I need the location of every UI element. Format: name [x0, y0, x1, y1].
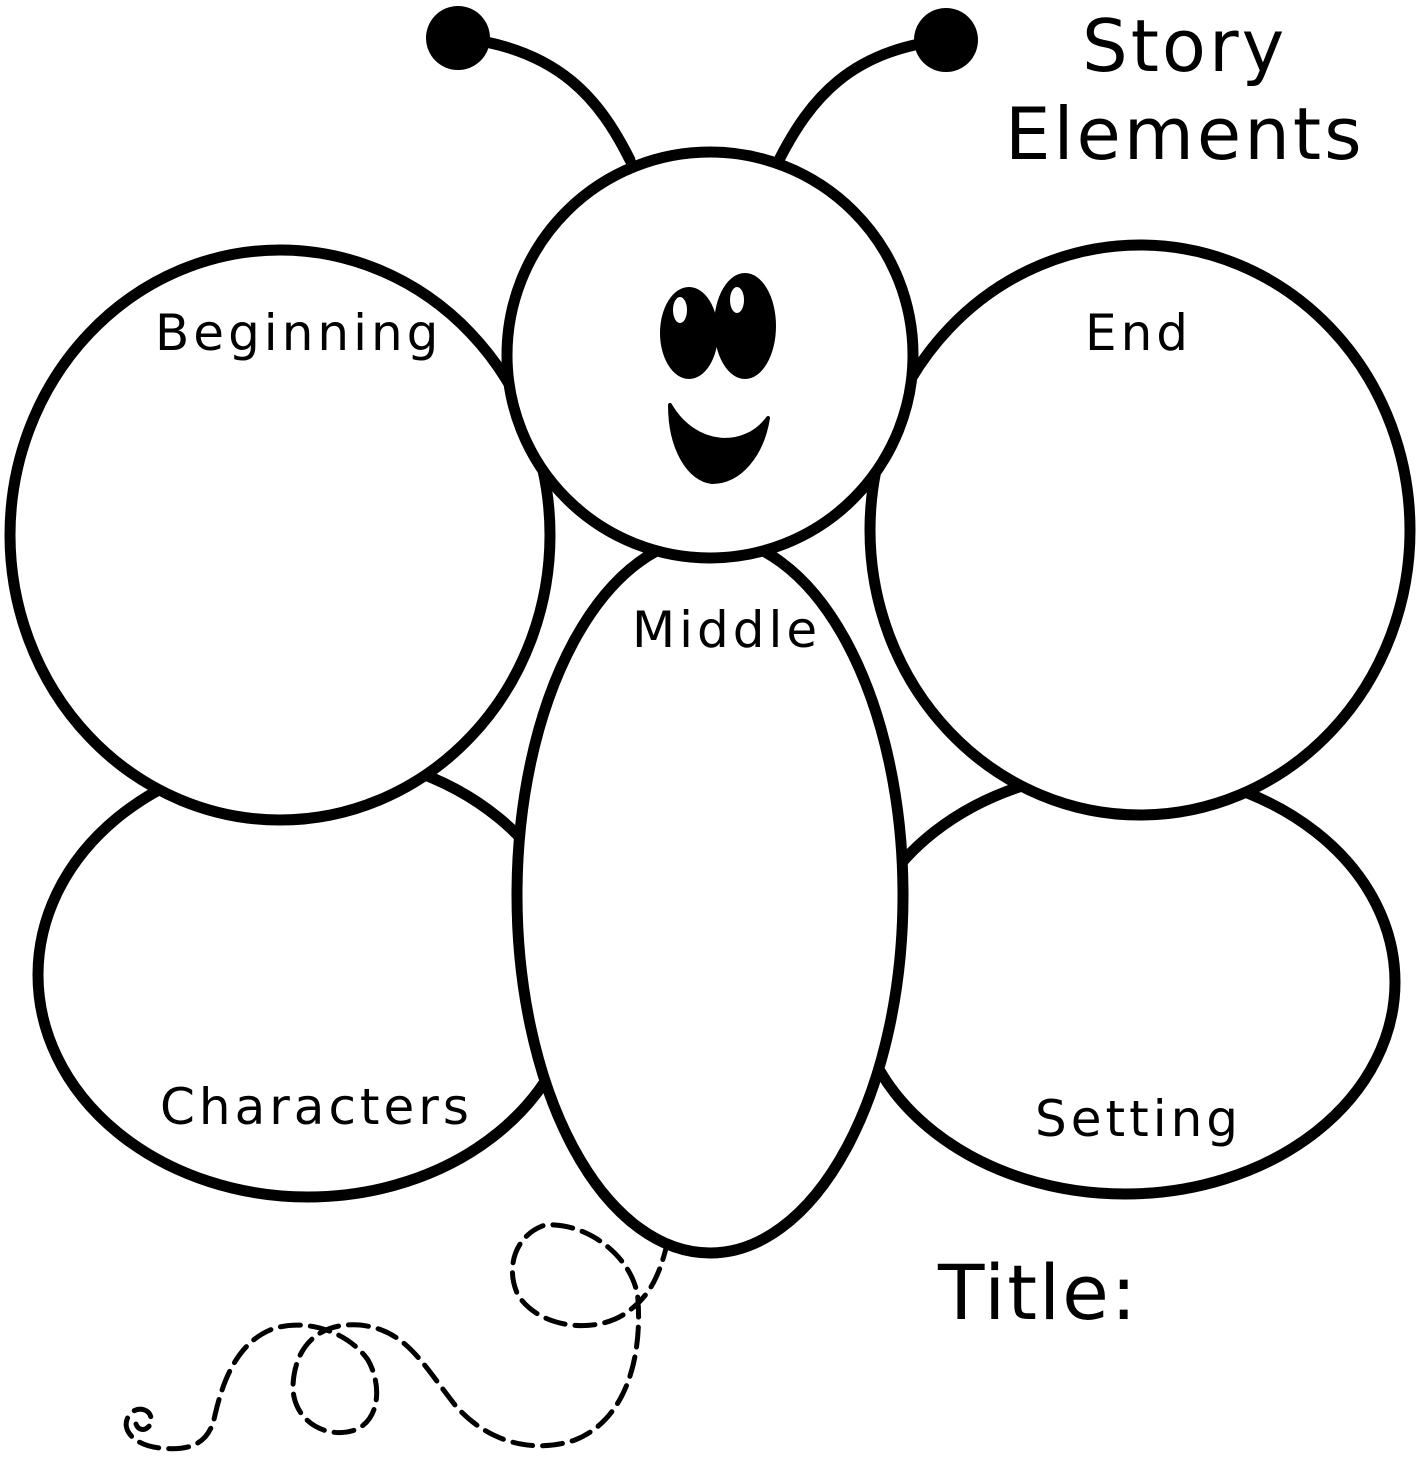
heading-line-elements: Elements [1005, 98, 1365, 170]
characters-label: Characters [160, 1082, 473, 1132]
right-antenna-tip [914, 8, 978, 72]
left-antenna-tip [426, 6, 490, 70]
heading-line-story: Story [1082, 10, 1287, 82]
end-label: End [1085, 308, 1192, 358]
title-label: Title: [938, 1255, 1138, 1331]
setting-label: Setting [1035, 1094, 1242, 1144]
left-antenna [462, 38, 630, 160]
middle-label: Middle [632, 605, 821, 655]
beginning-label: Beginning [155, 308, 442, 358]
dashed-flight-trail [126, 1225, 668, 1449]
